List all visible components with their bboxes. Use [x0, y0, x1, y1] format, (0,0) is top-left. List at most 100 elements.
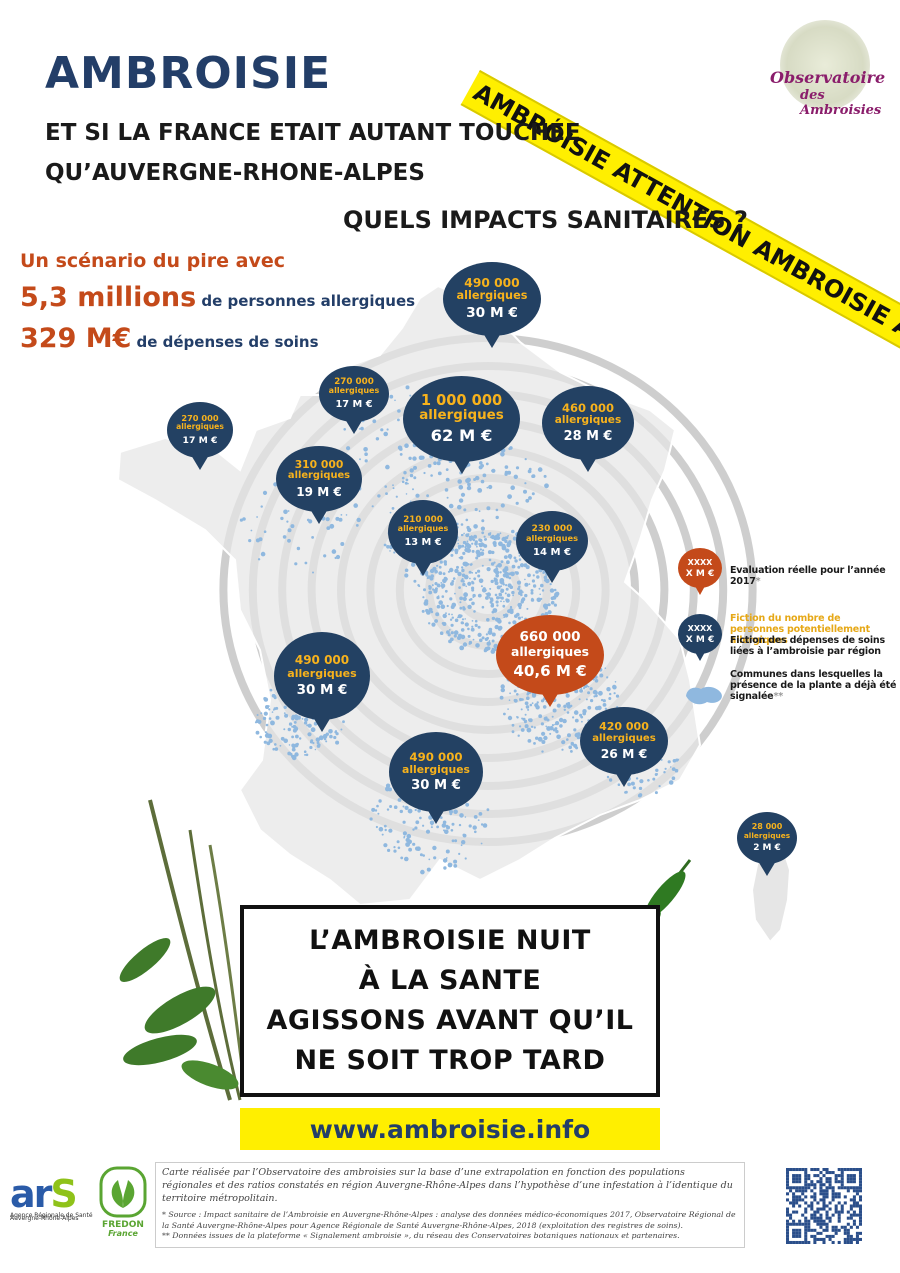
legend-real-bottom: X M € — [685, 568, 715, 579]
footer-note-main: Carte réalisée par l’Observatoire des am… — [162, 1167, 733, 1204]
sighting-dot — [454, 618, 459, 623]
sighting-dot — [491, 550, 495, 555]
sighting-dot — [459, 813, 464, 818]
sighting-dot — [467, 627, 470, 631]
region-pop: 1 000 000 — [420, 391, 503, 409]
sighting-dot — [523, 720, 527, 724]
message-box: L’AMBROISIE NUIT À LA SANTE AGISSONS AVA… — [240, 905, 660, 1097]
sighting-dot — [274, 743, 277, 746]
sighting-dot — [457, 542, 460, 545]
sighting-dot — [288, 722, 293, 726]
sighting-dot — [268, 738, 273, 744]
sighting-dot — [333, 735, 337, 740]
sighting-dot — [669, 766, 672, 768]
sighting-dot — [520, 728, 525, 732]
sighting-dot — [500, 589, 504, 593]
sighting-dot — [520, 598, 525, 602]
sighting-dot — [422, 824, 425, 827]
sighting-dot — [543, 474, 547, 478]
sighting-dot — [524, 578, 526, 581]
sighting-dot — [486, 567, 491, 572]
sighting-dot — [479, 551, 485, 556]
sighting-dot — [457, 479, 463, 484]
sighting-dot — [496, 533, 500, 537]
sighting-dot — [309, 745, 313, 750]
sighting-dot — [287, 751, 292, 756]
sighting-dot — [504, 472, 508, 476]
sighting-dot — [541, 750, 544, 753]
footer-notes: Carte réalisée par l’Observatoire des am… — [155, 1162, 745, 1248]
sighting-dot — [539, 597, 543, 601]
sighting-dot — [542, 603, 548, 609]
sighting-dot — [294, 752, 299, 757]
footer-note-source: * Source : Impact sanitaire de l’Ambrois… — [162, 1210, 736, 1230]
sighting-dot — [323, 737, 327, 741]
sighting-dot — [485, 633, 488, 636]
sighting-dot — [430, 826, 433, 829]
sighting-dot — [604, 667, 607, 669]
sighting-dot — [443, 866, 447, 870]
sighting-dot — [318, 735, 324, 741]
sighting-dot — [561, 748, 564, 751]
sighting-dot — [462, 582, 466, 587]
sighting-dot — [566, 738, 569, 741]
sighting-dot — [450, 829, 454, 832]
sighting-dot — [466, 525, 470, 530]
sighting-dot — [549, 583, 552, 586]
sighting-dot — [485, 462, 489, 466]
sighting-dot — [464, 542, 470, 547]
sighting-dot — [304, 561, 308, 565]
region-unit: allergiques — [176, 422, 224, 432]
sighting-dot — [451, 822, 455, 826]
sighting-dot — [581, 720, 583, 723]
sighting-dot — [378, 799, 382, 803]
sighting-dot — [486, 641, 491, 646]
legend-fiction-bottom: X M € — [685, 634, 715, 645]
sighting-dot — [406, 833, 412, 839]
website-link[interactable]: www.ambroisie.info — [309, 1114, 591, 1144]
sighting-dot — [301, 718, 304, 720]
region-bubble: 270 000 allergiques 17 M € — [167, 402, 233, 458]
sighting-dot — [429, 586, 432, 589]
sighting-dot — [474, 623, 478, 628]
sighting-dot — [553, 603, 558, 607]
sighting-dot — [263, 740, 267, 744]
region-cost: 26 M € — [600, 747, 648, 762]
sighting-dot — [471, 549, 475, 553]
sighting-dot — [499, 571, 502, 574]
sighting-dot — [458, 852, 461, 856]
region-pop: 310 000 — [294, 458, 344, 472]
sighting-dot — [465, 518, 469, 522]
sighting-dot — [413, 476, 417, 480]
sighting-dot — [376, 804, 379, 808]
sighting-dot — [559, 724, 563, 728]
sighting-dot — [434, 582, 438, 586]
sighting-dot — [460, 523, 464, 526]
sighting-dot — [436, 825, 439, 829]
sighting-dot — [513, 474, 518, 479]
sighting-dot — [504, 465, 509, 469]
sighting-dot — [263, 530, 267, 533]
qr-code-icon[interactable] — [786, 1168, 862, 1244]
sighting-dot — [434, 569, 438, 574]
region-unit: allergiques — [287, 469, 351, 481]
sighting-dot — [505, 574, 510, 579]
scenario-people: 5,3 millions de personnes allergiques — [20, 282, 415, 313]
sighting-dot — [539, 593, 541, 596]
sighting-dot — [451, 839, 455, 843]
sighting-dot — [474, 830, 477, 834]
sighting-dot — [445, 477, 450, 482]
sighting-dot — [408, 847, 412, 852]
sighting-dot — [409, 473, 414, 478]
sighting-dot — [395, 495, 398, 498]
sighting-dot — [463, 532, 465, 535]
sighting-dot — [269, 688, 273, 692]
sighting-dot — [436, 564, 439, 567]
sighting-dot — [523, 563, 528, 568]
sighting-dot — [541, 731, 546, 736]
sighting-dot — [451, 613, 453, 616]
sighting-dot — [402, 820, 406, 824]
sighting-dot — [303, 721, 308, 725]
ars-logo-line1: Agence Régionale de Santé — [10, 1212, 93, 1219]
sighting-dot — [455, 569, 458, 572]
